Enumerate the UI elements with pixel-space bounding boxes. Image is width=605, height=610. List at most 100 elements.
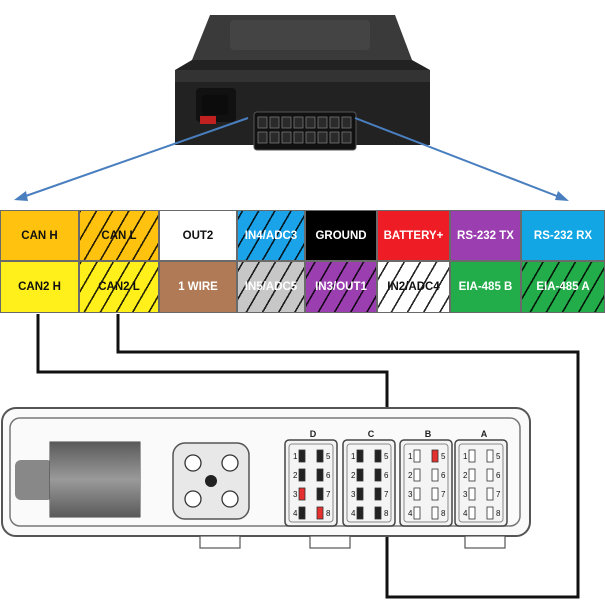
pin-slot (431, 449, 439, 463)
pin-cell-r2-c5: IN3/OUT1 (305, 261, 377, 313)
pin-slot (486, 487, 494, 501)
pin-slot (431, 468, 439, 482)
pin-label: RS-232 TX (457, 229, 514, 242)
connector-housing (342, 439, 396, 527)
pin-cell-r1-c1: CAN H (0, 210, 79, 261)
pin-slot (374, 468, 382, 482)
pin-number-left: 3 (408, 490, 413, 499)
round-plug-socket-icon (172, 442, 250, 520)
device-pin-hole (293, 116, 304, 129)
device-pin-hole (281, 116, 292, 129)
pin-number-left: 2 (408, 471, 413, 480)
pin-slot (374, 506, 382, 520)
pin-cell-r1-c4: IN4/ADC3 (237, 210, 305, 261)
pin-label: IN5/ADC5 (244, 281, 298, 293)
pin-cell-r2-c7: EIA-485 B (450, 261, 521, 313)
pin-number-right: 8 (384, 509, 389, 518)
connector-inner-frame (346, 443, 392, 523)
pin-number-right: 6 (384, 471, 389, 480)
pin-cell-r1-c6: BATTERY+ (377, 210, 450, 261)
pin-number-left: 1 (293, 452, 298, 461)
pin-label: EIA-485 A (536, 281, 590, 293)
pin-number-left: 1 (463, 452, 468, 461)
pin-number-left: 4 (293, 509, 298, 518)
pin-number-left: 1 (351, 452, 356, 461)
pin-slot (413, 468, 421, 482)
pin-slot (298, 468, 306, 482)
pin-slot (356, 449, 364, 463)
pin-cell-r2-c6: IN2/ADC4 (377, 261, 450, 313)
pin-number-right: 6 (441, 471, 446, 480)
pin-label: CAN H (21, 229, 58, 242)
pin-label: IN2/ADC4 (387, 281, 440, 293)
connector-inner-frame (288, 443, 334, 523)
pin-slot (413, 506, 421, 520)
device-pin-hole (269, 116, 280, 129)
device-pin-hole (341, 131, 352, 144)
pin-label: BATTERY+ (383, 229, 444, 242)
connector-inner-frame (403, 443, 449, 523)
pin-slot (431, 487, 439, 501)
pin-slot (298, 506, 306, 520)
pin-label: GROUND (315, 229, 367, 242)
device-pin-hole (317, 131, 328, 144)
connector-housing (284, 439, 338, 527)
pin-cell-r1-c7: RS-232 TX (450, 210, 521, 261)
device-pin-hole (341, 116, 352, 129)
pin-number-right: 6 (326, 471, 331, 480)
pin-slot (413, 449, 421, 463)
connector-housing (454, 439, 508, 527)
power-plug-icon (15, 441, 141, 518)
pin-number-right: 8 (326, 509, 331, 518)
pin-cell-r2-c4: IN5/ADC5 (237, 261, 305, 313)
device-pin-hole (329, 131, 340, 144)
pin-number-left: 3 (463, 490, 468, 499)
pin-number-left: 2 (293, 471, 298, 480)
pin-cell-r1-c5: GROUND (305, 210, 377, 261)
pin-label: CAN2 H (18, 281, 61, 293)
pin-slot (486, 468, 494, 482)
pin-slot (468, 506, 476, 520)
connector-housing (399, 439, 453, 527)
connector-letter: A (481, 429, 488, 439)
pin-number-left: 2 (463, 471, 468, 480)
pin-cell-r2-c2: CAN2 L (79, 261, 159, 313)
device-pin-hole (257, 116, 268, 129)
connector-letter: C (368, 429, 375, 439)
pin-slot (316, 449, 324, 463)
device-pin-hole (269, 131, 280, 144)
pin-number-right: 7 (326, 490, 331, 499)
pin-cell-r2-c1: CAN2 H (0, 261, 79, 313)
device-pin-hole (305, 131, 316, 144)
device-pin-hole (281, 131, 292, 144)
connector-letter: B (425, 429, 432, 439)
pin-cell-r2-c3: 1 WIRE (159, 261, 237, 313)
pin-label: IN3/OUT1 (315, 281, 367, 293)
pin-number-right: 6 (496, 471, 501, 480)
pin-slot (431, 506, 439, 520)
pin-number-right: 7 (384, 490, 389, 499)
device-pin-hole (317, 116, 328, 129)
pin-label: OUT2 (182, 229, 214, 242)
arrow-left-icon (14, 117, 249, 201)
pin-number-right: 5 (326, 452, 331, 461)
pin-number-left: 1 (408, 452, 413, 461)
pin-label: CAN L (101, 229, 137, 242)
pin-cell-r1-c3: OUT2 (159, 210, 237, 261)
pin-slot (374, 449, 382, 463)
pin-cell-r2-c8: EIA-485 A (521, 261, 605, 313)
pin-label: CAN2 L (98, 281, 140, 293)
pin-number-left: 4 (408, 509, 413, 518)
pin-slot (316, 468, 324, 482)
pin-label: IN4/ADC3 (244, 229, 298, 242)
connector-inner-frame (458, 443, 504, 523)
pin-slot (468, 449, 476, 463)
pin-slot (468, 487, 476, 501)
pin-slot (298, 487, 306, 501)
pin-number-right: 5 (496, 452, 501, 461)
pin-number-left: 3 (293, 490, 298, 499)
